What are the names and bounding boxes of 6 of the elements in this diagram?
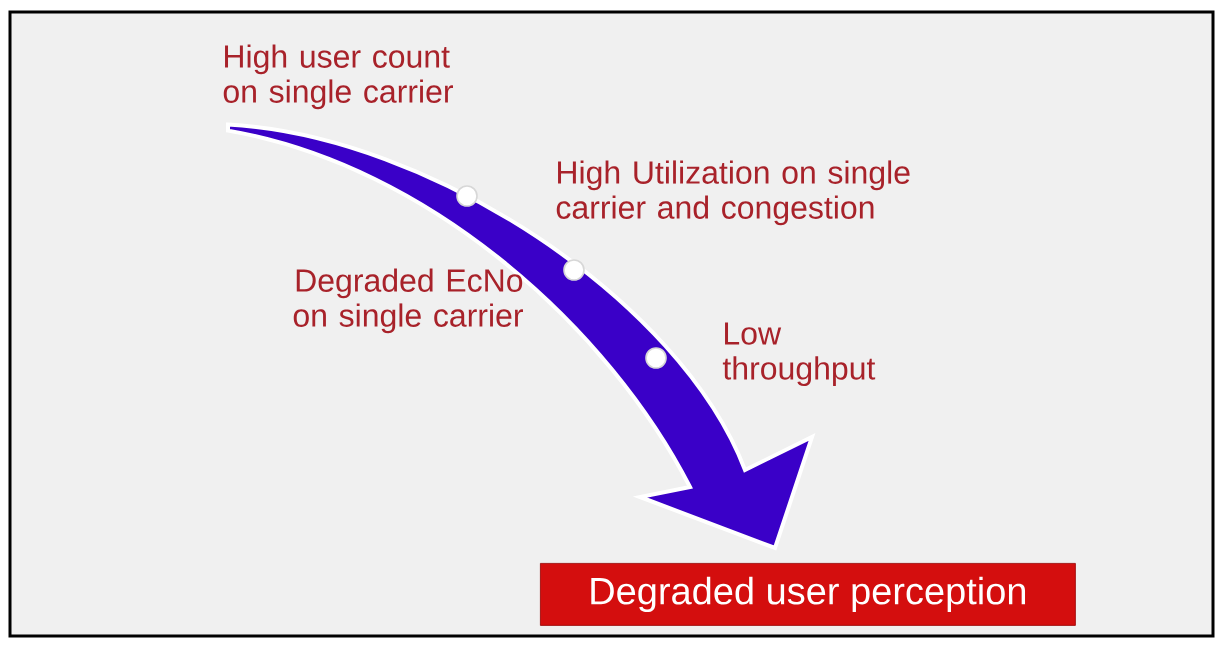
annotation-text: High user count on single carrier [223,44,453,110]
annotation-text: Degraded EcNo on single carrier [293,268,523,334]
annotation-text: High Utilization on single carrier and congestion [556,160,910,226]
annotation-text: Low throughput [722,322,876,387]
curved-arrow [226,122,814,550]
result-box: Degraded user perception [540,563,1076,626]
